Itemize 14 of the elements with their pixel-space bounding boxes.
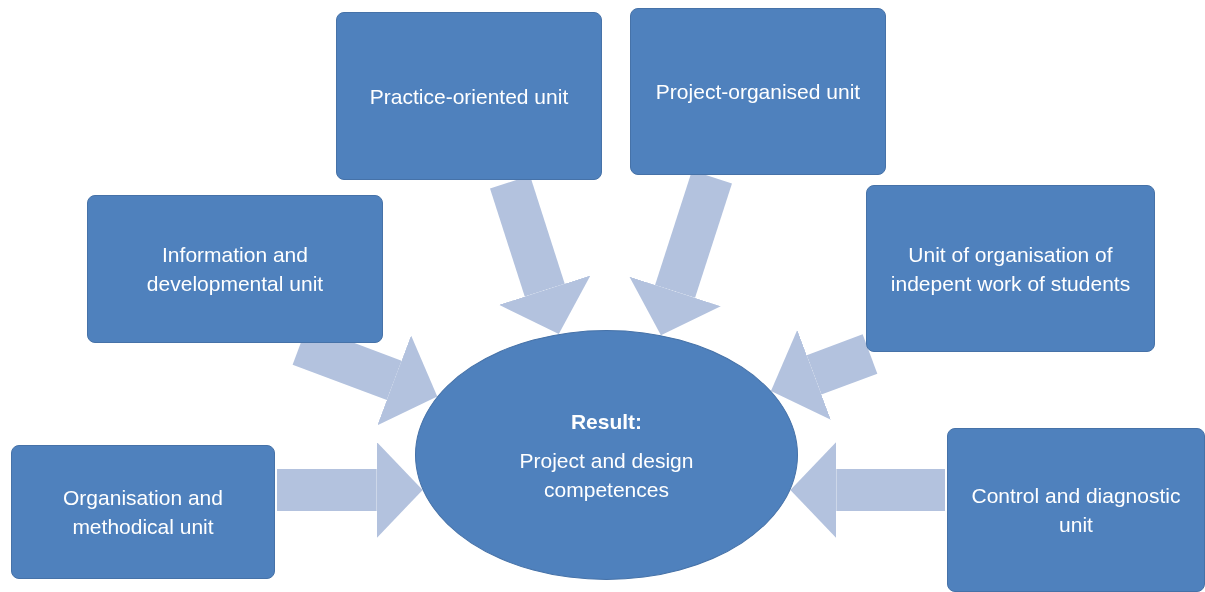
unit-box — [630, 8, 886, 175]
unit-label: Organisation and methodical unit — [62, 485, 224, 540]
unit-label: Control and diagnostic unit — [970, 483, 1182, 538]
unit-box — [866, 185, 1155, 352]
result-heading: Result: — [570, 408, 643, 435]
unit-box — [11, 445, 275, 579]
unit-box — [87, 195, 383, 343]
unit-box — [947, 428, 1205, 592]
unit-label: Information and developmental unit — [145, 242, 325, 297]
unit-label: Project and design competences — [518, 447, 695, 503]
unit-label: Unit of organisation of indepent work of students — [889, 241, 1132, 297]
unit-label: Project-organised unit — [655, 79, 861, 105]
unit-box — [336, 12, 602, 180]
unit-label: Practice-oriented unit — [369, 83, 569, 110]
